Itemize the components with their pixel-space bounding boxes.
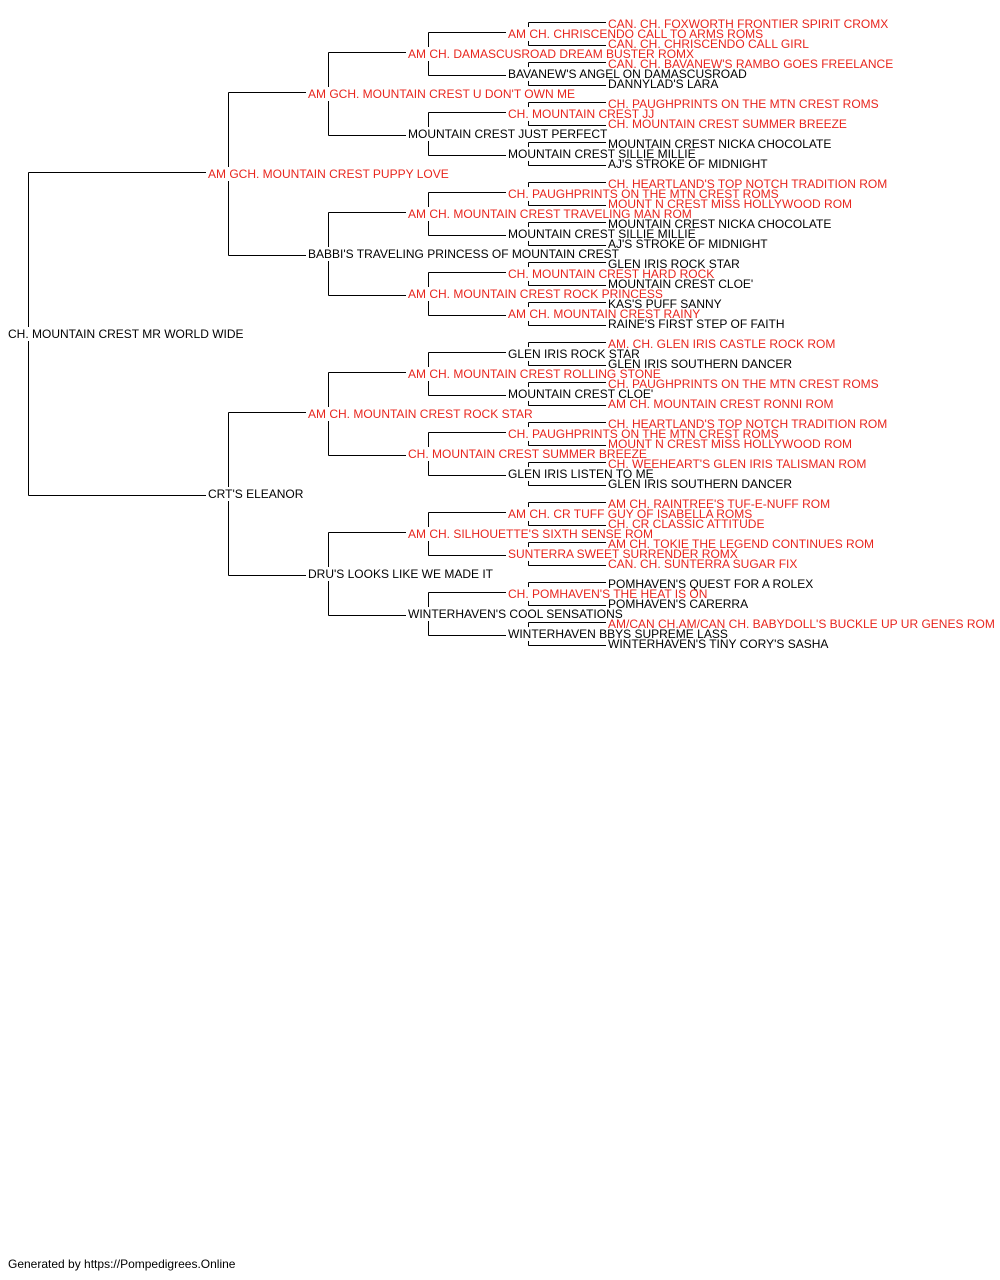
ancestor-name: AJ'S STROKE OF MIDNIGHT [608, 237, 768, 251]
ancestor-name: AM GCH. MOUNTAIN CREST PUPPY LOVE [208, 167, 449, 181]
ancestor-name: MOUNTAIN CREST SILLIE MILLIE [508, 147, 696, 161]
ancestor-name: CAN. CH. CHRISCENDO CALL GIRL [608, 37, 809, 51]
ancestor-name: GLEN IRIS SOUTHERN DANCER [608, 477, 793, 491]
ancestor-name: MOUNT N CREST MISS HOLLYWOOD ROM [608, 197, 853, 211]
ancestor-name: AM CH. MOUNTAIN CREST RAINY [508, 307, 701, 321]
ancestor-name: CAN. CH. FOXWORTH FRONTIER SPIRIT CROMX [608, 17, 889, 31]
ancestor-name: AJ'S STROKE OF MIDNIGHT [608, 157, 768, 171]
ancestor-name: POMHAVEN'S CARERRA [608, 597, 749, 611]
ancestor-name: POMHAVEN'S QUEST FOR A ROLEX [608, 577, 814, 591]
ancestor-name: AM CH. DAMASCUSROAD DREAM BUSTER ROMX [408, 47, 695, 61]
ancestor-name: MOUNT N CREST MISS HOLLYWOOD ROM [608, 437, 853, 451]
ancestor-name: AM CH. MOUNTAIN CREST ROLLING STONE [408, 367, 661, 381]
ancestor-name: CH. MOUNTAIN CREST SUMMER BREEZE [608, 117, 847, 131]
ancestor-name: BAVANEW'S ANGEL ON DAMASCUSROAD [508, 67, 747, 81]
ancestor-name: AM CH. MOUNTAIN CREST RONNI ROM [608, 397, 834, 411]
ancestor-name: AM CH. MOUNTAIN CREST ROCK PRINCESS [408, 287, 663, 301]
generated-by-footer: Generated by https://Pompedigrees.Online [8, 1257, 236, 1271]
ancestor-name: CH. HEARTLAND'S TOP NOTCH TRADITION ROM [608, 177, 888, 191]
ancestor-name: CH. PAUGHPRINTS ON THE MTN CREST ROMS [608, 97, 879, 111]
ancestor-name: AM CH. CR TUFF GUY OF ISABELLA ROMS [508, 507, 753, 521]
ancestor-name: AM CH. SILHOUETTE'S SIXTH SENSE ROM [408, 527, 653, 541]
ancestor-name: DRU'S LOOKS LIKE WE MADE IT [308, 567, 493, 581]
ancestor-name: MOUNTAIN CREST NICKA CHOCOLATE [608, 217, 832, 231]
ancestor-name: AM CH. CHRISCENDO CALL TO ARMS ROMS [508, 27, 764, 41]
ancestor-name: GLEN IRIS ROCK STAR [508, 347, 640, 361]
ancestor-name: MOUNTAIN CREST SILLIE MILLIE [508, 227, 696, 241]
ancestor-name: CH. WEEHEART'S GLEN IRIS TALISMAN ROM [608, 457, 867, 471]
ancestor-name: AM CH. MOUNTAIN CREST ROCK STAR [308, 407, 533, 421]
ancestor-name: CH. CR CLASSIC ATTITUDE [608, 517, 765, 531]
ancestor-name: SUNTERRA SWEET SURRENDER ROMX [508, 547, 738, 561]
ancestor-name: CH. PAUGHPRINTS ON THE MTN CREST ROMS [508, 427, 779, 441]
ancestor-name: WINTERHAVEN'S COOL SENSATIONS [408, 607, 623, 621]
ancestor-name: BABBI'S TRAVELING PRINCESS OF MOUNTAIN C… [308, 247, 620, 261]
ancestor-name: CH. MOUNTAIN CREST JJ [508, 107, 655, 121]
ancestor-name: CH. HEARTLAND'S TOP NOTCH TRADITION ROM [608, 417, 888, 431]
ancestor-name: GLEN IRIS ROCK STAR [608, 257, 740, 271]
ancestor-name: CAN. CH. BAVANEW'S RAMBO GOES FREELANCE [608, 57, 894, 71]
ancestor-name: AM CH. TOKIE THE LEGEND CONTINUES ROM [608, 537, 875, 551]
ancestor-name: MOUNTAIN CREST CLOE' [608, 277, 754, 291]
ancestor-name: GLEN IRIS SOUTHERN DANCER [608, 357, 793, 371]
ancestor-name: CH. MOUNTAIN CREST HARD ROCK [508, 267, 715, 281]
ancestor-name: AM/CAN CH.AM/CAN CH. BABYDOLL'S BUCKLE U… [608, 617, 995, 631]
ancestor-name: CH. POMHAVEN'S THE HEAT IS ON [508, 587, 708, 601]
subject-dog-name: CH. MOUNTAIN CREST MR WORLD WIDE [8, 327, 244, 341]
ancestor-name: GLEN IRIS LISTEN TO ME [508, 467, 654, 481]
ancestor-name: WINTERHAVEN BBYS SUPREME LASS [508, 627, 728, 641]
ancestor-name: DANNYLAD'S LARA [608, 77, 719, 91]
ancestor-name: MOUNTAIN CREST NICKA CHOCOLATE [608, 137, 832, 151]
ancestor-name: WINTERHAVEN'S TINY CORY'S SASHA [608, 637, 829, 651]
ancestor-name: CH. MOUNTAIN CREST SUMMER BREEZE [408, 447, 647, 461]
ancestor-name: AM CH. RAINTREE'S TUF-E-NUFF ROM [608, 497, 831, 511]
ancestor-name: CH. PAUGHPRINTS ON THE MTN CREST ROMS [508, 187, 779, 201]
ancestor-name: RAINE'S FIRST STEP OF FAITH [608, 317, 785, 331]
ancestor-name: AM. CH. GLEN IRIS CASTLE ROCK ROM [608, 337, 836, 351]
ancestor-name: AM CH. MOUNTAIN CREST TRAVELING MAN ROM [408, 207, 692, 221]
ancestor-name: MOUNTAIN CREST JUST PERFECT [408, 127, 608, 141]
ancestor-name: AM GCH. MOUNTAIN CREST U DON'T OWN ME [308, 87, 575, 101]
ancestor-name: CH. PAUGHPRINTS ON THE MTN CREST ROMS [608, 377, 879, 391]
ancestor-name: MOUNTAIN CREST CLOE' [508, 387, 654, 401]
ancestor-name: KAS'S PUFF SANNY [608, 297, 722, 311]
ancestor-name: CAN. CH. SUNTERRA SUGAR FIX [608, 557, 798, 571]
ancestor-name: CRT'S ELEANOR [208, 487, 304, 501]
